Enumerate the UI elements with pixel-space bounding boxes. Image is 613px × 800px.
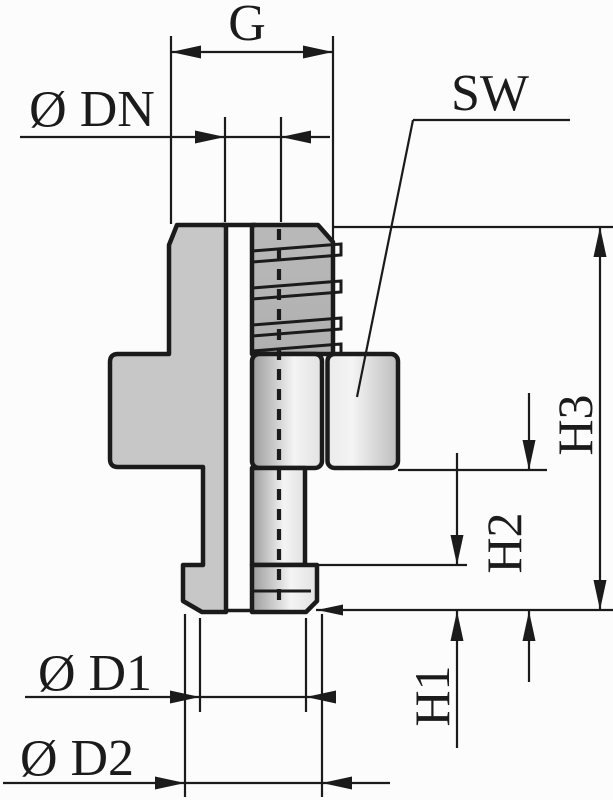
bottom-reference-line bbox=[316, 604, 613, 616]
label-h3: H3 bbox=[547, 394, 603, 455]
d2-arrow-right bbox=[322, 776, 352, 790]
thread-groove bbox=[250, 279, 343, 301]
g-arrow-right bbox=[303, 45, 333, 59]
fitting-part bbox=[107, 222, 401, 615]
dimension-dn: Ø DN bbox=[20, 81, 330, 222]
dn-arrow-left bbox=[195, 130, 225, 144]
label-sw: SW bbox=[451, 65, 529, 122]
h3-arrow-top bbox=[593, 227, 607, 257]
thread-block bbox=[249, 222, 343, 357]
dn-arrow-right bbox=[281, 130, 311, 144]
body-section-left bbox=[107, 222, 229, 615]
h1-arrow-down bbox=[450, 535, 464, 565]
dimension-h1: H1 bbox=[317, 453, 467, 748]
label-d1: Ø D1 bbox=[38, 645, 152, 702]
sw-leader-line bbox=[355, 119, 415, 398]
h2-arrow-down bbox=[522, 440, 536, 470]
thread-groove bbox=[250, 242, 343, 264]
dimension-h2: H2 bbox=[398, 393, 547, 682]
callout-sw: SW bbox=[355, 65, 570, 398]
baseline-arrow bbox=[317, 604, 343, 616]
d2-arrow-left bbox=[155, 776, 185, 790]
dimension-d2: Ø D2 bbox=[3, 614, 390, 797]
thread-groove bbox=[250, 342, 343, 354]
dimension-d1: Ø D1 bbox=[25, 618, 336, 712]
bottom-flange bbox=[249, 562, 320, 615]
h1-arrow-up bbox=[450, 611, 464, 641]
label-dn: Ø DN bbox=[29, 81, 155, 138]
label-h1: H1 bbox=[404, 665, 460, 726]
h2-arrow-up bbox=[522, 611, 536, 641]
hex-facet-inner bbox=[249, 351, 325, 471]
label-h2: H2 bbox=[476, 512, 532, 573]
dimension-h3: H3 bbox=[333, 225, 613, 610]
label-g: G bbox=[228, 0, 266, 52]
dimension-g: G bbox=[169, 0, 335, 240]
thread-groove bbox=[250, 316, 343, 338]
hex-facet-outer bbox=[325, 351, 401, 471]
label-d2: Ø D2 bbox=[20, 730, 134, 787]
h3-arrow-bottom bbox=[593, 580, 607, 610]
g-arrow-left bbox=[171, 45, 201, 59]
